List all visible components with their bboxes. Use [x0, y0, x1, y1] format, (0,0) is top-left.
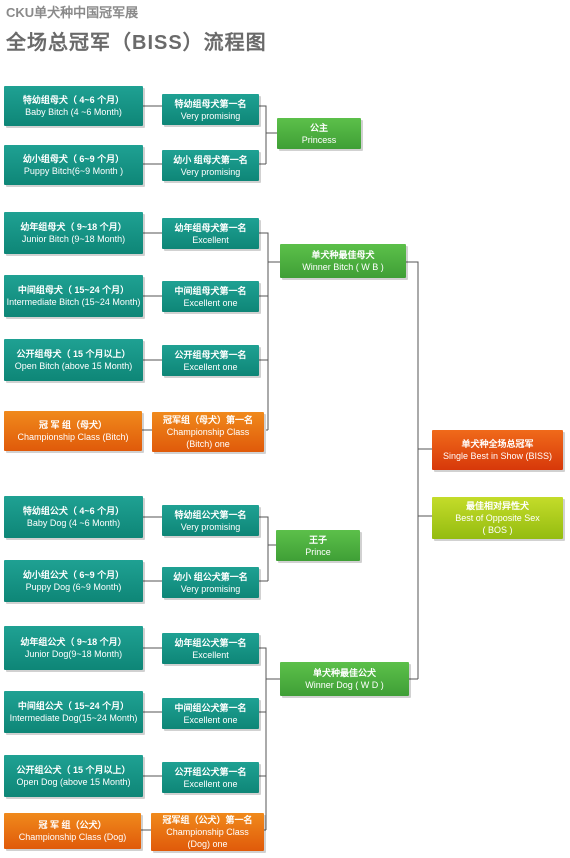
class-box-puppy-bitch: 幼小组母犬（ 6~9 个月） Puppy Bitch(6~9 Month ) — [4, 145, 143, 185]
winner-bitch-box: 单犬种最佳母犬 Winner Bitch ( W B ) — [280, 244, 406, 278]
prince-box: 王子 Prince — [276, 530, 360, 561]
class-box-open-bitch: 公开组母犬（ 15 个月以上） Open Bitch (above 15 Mon… — [4, 339, 143, 381]
class-box-open-dog: 公开组公犬（ 15 个月以上） Open Dog (above 15 Month… — [4, 755, 143, 797]
first-box-champion-dog: 冠军组（公犬）第一名 Championship Class (Dog) one — [151, 813, 264, 851]
first-box-intermediate-bitch: 中间组母犬第一名 Excellent one — [162, 281, 259, 312]
first-box-open-bitch: 公开组母犬第一名 Excellent one — [162, 345, 259, 376]
first-box-intermediate-dog: 中间组公犬第一名 Excellent one — [162, 698, 259, 729]
winner-dog-box: 单犬种最佳公犬 Winner Dog ( W D ) — [280, 662, 409, 696]
class-box-junior-dog: 幼年组公犬（ 9~18 个月） Junior Dog(9~18 Month) — [4, 626, 143, 670]
first-box-junior-bitch: 幼年组母犬第一名 Excellent — [162, 218, 259, 249]
page-title: 全场总冠军（BISS）流程图 — [6, 32, 267, 54]
class-box-intermediate-dog: 中间组公犬（ 15~24 个月） Intermediate Dog(15~24 … — [4, 691, 143, 733]
class-box-champion-dog: 冠 军 组（公犬） Championship Class (Dog) — [4, 813, 141, 849]
class-box-champion-bitch: 冠 军 组（母犬） Championship Class (Bitch) — [4, 411, 142, 451]
first-box-baby-bitch: 特幼组母犬第一名 Very promising — [162, 94, 259, 125]
first-box-champion-bitch: 冠军组（母犬）第一名 Championship Class (Bitch) on… — [152, 412, 264, 452]
class-box-baby-bitch: 特幼组母犬（ 4~6 个月） Baby Bitch (4 ~6 Month) — [4, 86, 143, 126]
first-box-baby-dog: 特幼组公犬第一名 Very promising — [162, 505, 259, 536]
first-box-junior-dog: 幼年组公犬第一名 Excellent — [162, 633, 259, 664]
princess-box: 公主 Princess — [277, 118, 361, 149]
page-subtitle: CKU单犬种中国冠军展 — [6, 5, 139, 20]
first-box-puppy-bitch: 幼小 组母犬第一名 Very promising — [162, 150, 259, 181]
class-box-junior-bitch: 幼年组母犬（ 9~18 个月） Junior Bitch (9~18 Month… — [4, 212, 143, 254]
class-box-intermediate-bitch: 中间组母犬（ 15~24 个月） Intermediate Bitch (15~… — [4, 275, 143, 317]
bos-box: 最佳相对异性犬 Best of Opposite Sex ( BOS ) — [432, 497, 563, 539]
class-box-baby-dog: 特幼组公犬（ 4~6 个月） Baby Dog (4 ~6 Month) — [4, 496, 143, 538]
class-box-puppy-dog: 幼小组公犬（ 6~9 个月） Puppy Dog (6~9 Month) — [4, 560, 143, 602]
biss-box: 单犬种全场总冠军 Single Best in Show (BISS) — [432, 430, 563, 470]
first-box-puppy-dog: 幼小 组公犬第一名 Very promising — [162, 567, 259, 598]
first-box-open-dog: 公开组公犬第一名 Excellent one — [162, 762, 259, 793]
